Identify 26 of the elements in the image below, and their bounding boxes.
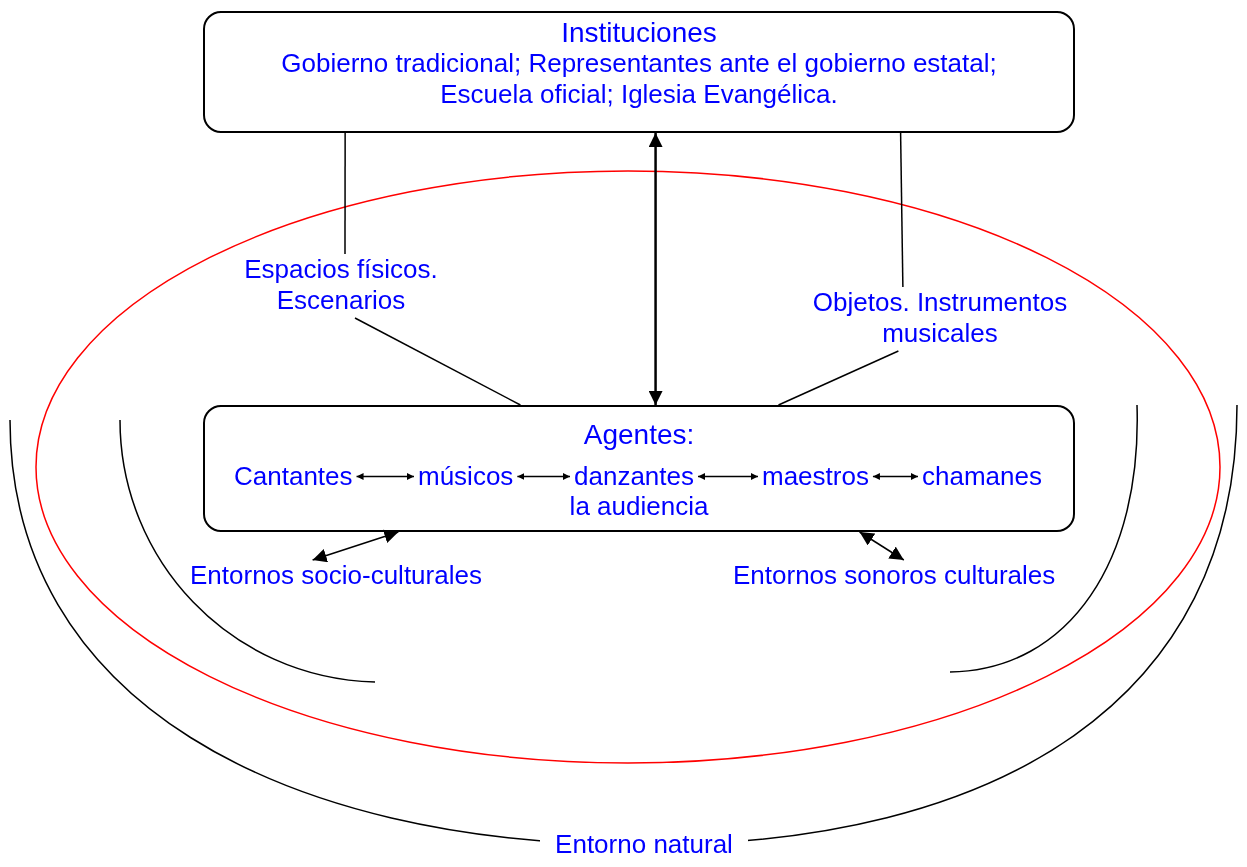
institution-box: [203, 11, 1075, 133]
node-label: músicos: [418, 461, 514, 492]
arrow: [858, 531, 905, 561]
arrow: [697, 473, 759, 480]
box-heading: Agentes:: [583, 419, 695, 450]
arrow: [355, 473, 415, 480]
box-text: la audiencia: [569, 491, 709, 522]
node-label: danzantes: [574, 461, 694, 492]
arrow: [872, 473, 919, 480]
node-label: maestros: [762, 461, 869, 492]
arrow: [648, 133, 663, 405]
node-label: Entornos sonoros culturales: [733, 560, 1056, 591]
node-label: Entornos socio-culturales: [190, 560, 482, 591]
node-label: chamanes: [922, 461, 1042, 492]
node-label: Cantantes: [234, 461, 353, 492]
connector-line: [899, 132, 904, 288]
box-text: Gobierno tradicional; Representantes ante el gobierno estatal; Escuela oficial; Iglesia Evangélica.: [280, 48, 998, 110]
connector-line: [777, 350, 900, 406]
node-label: Espacios físicos. Escenarios: [241, 254, 441, 318]
box-heading: Instituciones: [561, 17, 717, 48]
arrow: [311, 529, 400, 563]
connector-line: [354, 317, 522, 406]
connector-line: [344, 132, 346, 255]
node-label: Objetos. Instrumentos musicales: [780, 287, 1100, 351]
arrow: [516, 473, 571, 480]
agents-box: [203, 405, 1075, 532]
